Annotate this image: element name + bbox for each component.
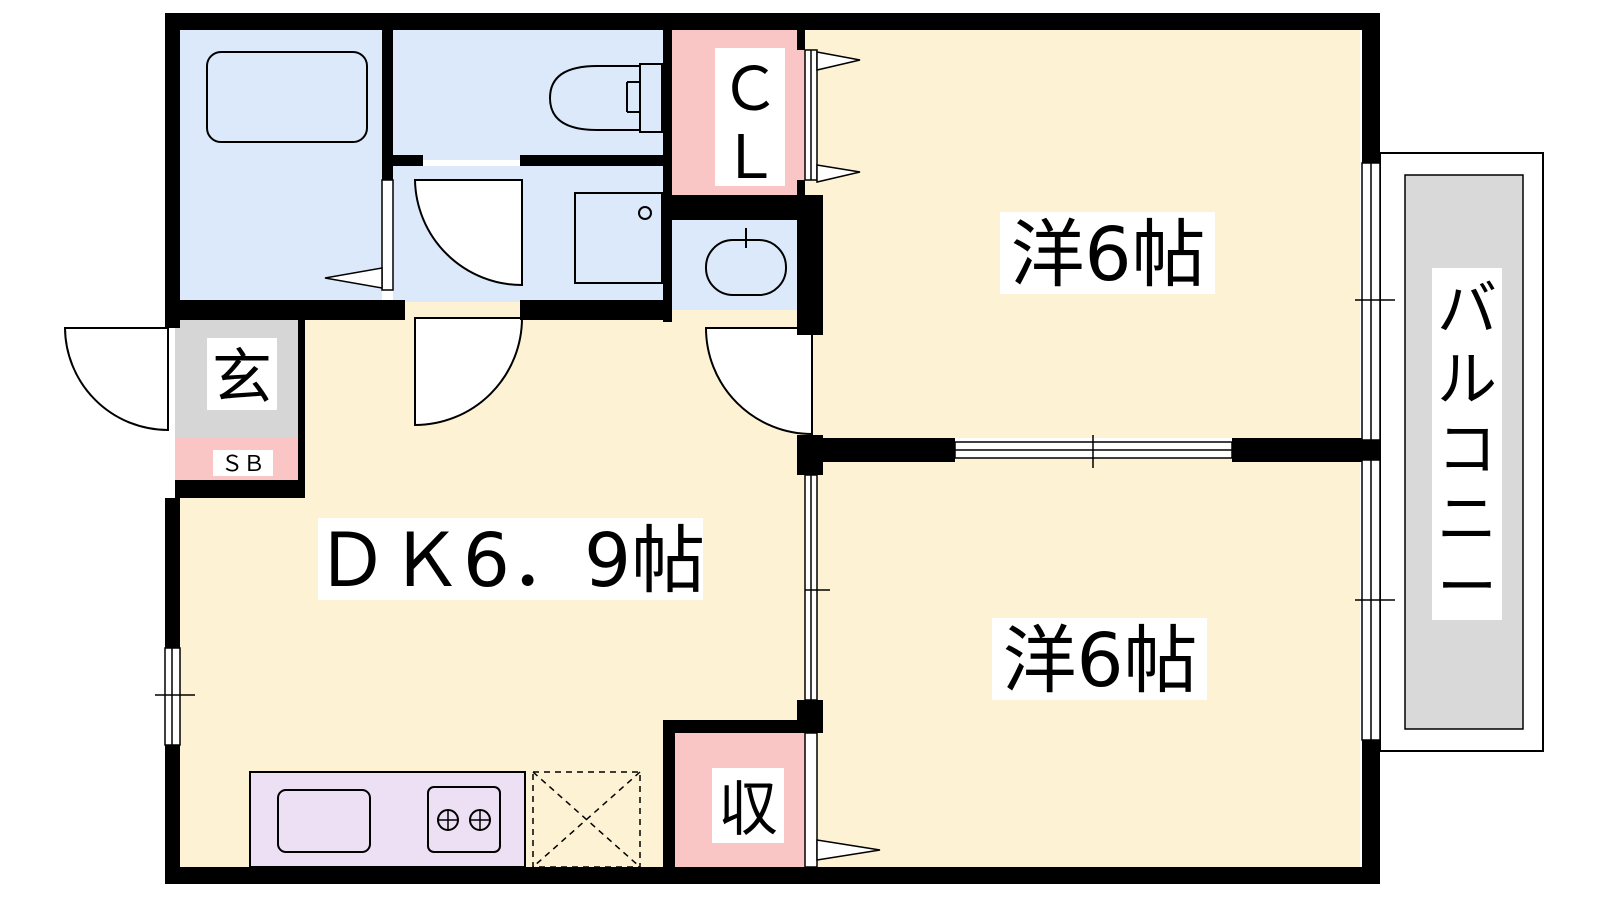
entrance-label: 玄 (212, 343, 272, 413)
shoe-box-label: ＳＢ (221, 452, 265, 477)
closet-label-l: Ｌ (720, 123, 780, 193)
balcony-char: ニ (1437, 485, 1497, 555)
storage-label: 収 (718, 775, 778, 845)
door-swings (63, 179, 813, 436)
balcony-char: コ (1437, 415, 1497, 485)
sliding-door-marks (324, 51, 881, 861)
bathtub (206, 51, 368, 143)
western-room-2-label: 洋6帖 (1002, 618, 1197, 704)
bathroom-floor (180, 30, 382, 302)
washing-machine-space (574, 192, 663, 284)
balcony-char: バ (1437, 275, 1497, 345)
wash-basin (705, 228, 787, 296)
balcony-label: バ ル コ ニ ー (1437, 275, 1497, 623)
dining-kitchen-label: ＤＫ6．9帖 (315, 518, 705, 604)
toilet-fixture (548, 63, 663, 133)
kitchen-counter (249, 771, 526, 868)
balcony-char: ル (1437, 345, 1497, 415)
western-room-1-label: 洋6帖 (1010, 212, 1205, 298)
toilet-floor (393, 30, 663, 160)
closet-label-c: Ｃ (720, 55, 780, 125)
walls (165, 13, 1380, 884)
balcony-char: ー (1437, 553, 1497, 623)
windows (155, 49, 1395, 868)
